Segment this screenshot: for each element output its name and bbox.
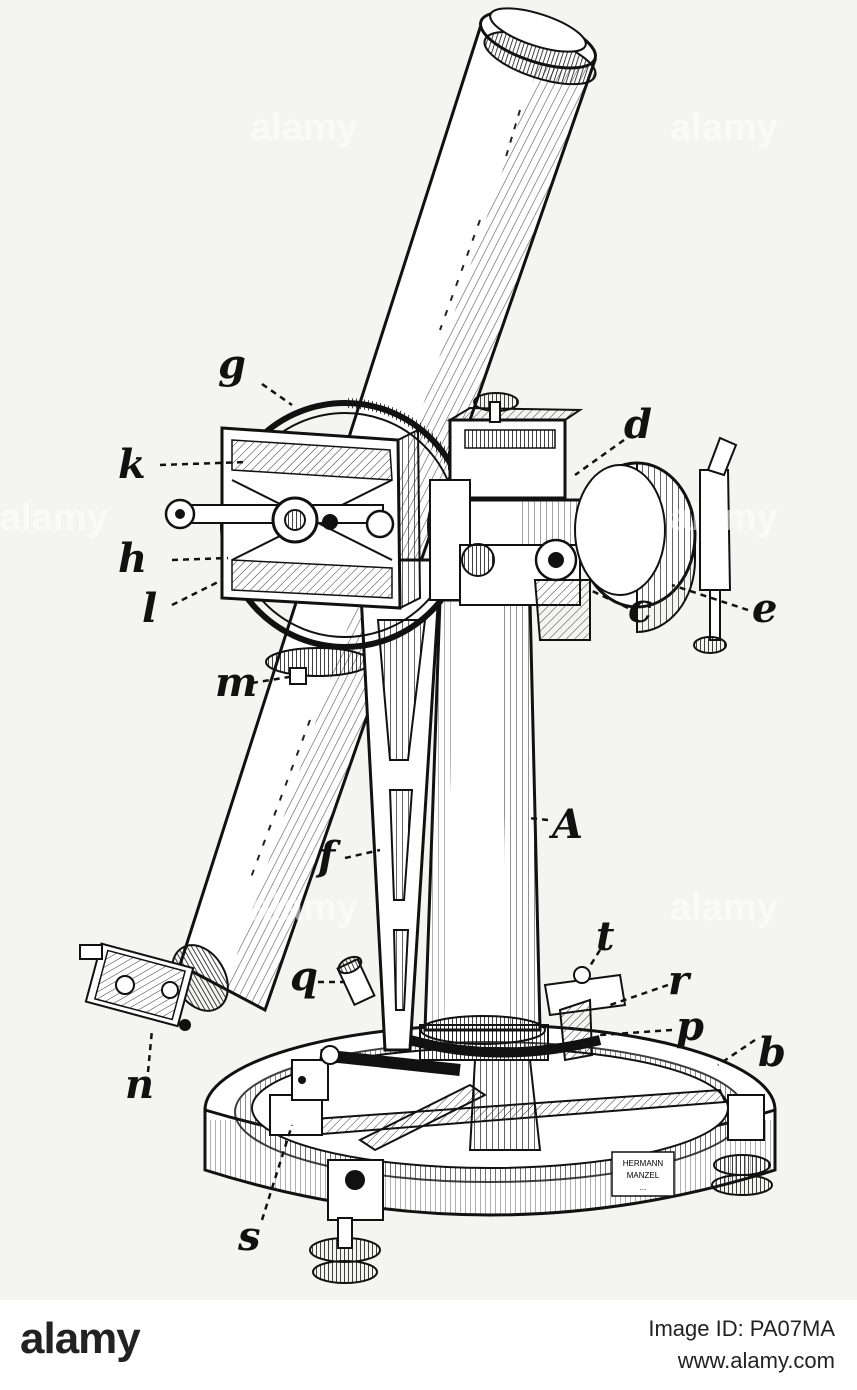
micrometer-frame <box>164 426 422 610</box>
label-b: b <box>758 1029 786 1076</box>
watermark: alamy <box>670 887 778 929</box>
plate-line-2: MANZEL <box>627 1171 660 1180</box>
illustration: HERMANN MANZEL ... <box>0 0 857 1300</box>
counterweight <box>574 436 738 654</box>
label-l: l <box>142 585 157 632</box>
label-s: s <box>237 1213 261 1260</box>
eyepiece-assembly <box>79 942 229 1031</box>
label-h: h <box>118 535 147 582</box>
azimuth-clamp <box>319 966 627 1076</box>
label-p: p <box>676 1003 704 1050</box>
label-d: d <box>624 401 652 448</box>
axis-housing <box>427 392 602 641</box>
alamy-logo: alamy <box>20 1314 141 1363</box>
label-n: n <box>125 1061 154 1108</box>
label-A: A <box>548 801 583 848</box>
watermark: alamy <box>250 887 358 929</box>
label-c: c <box>628 585 652 632</box>
watermark: alamy <box>670 497 778 539</box>
part-labels: g k h l m d e c A f t r p b q n s <box>118 341 786 1260</box>
telescope-drawing: HERMANN MANZEL ... <box>0 7 786 1284</box>
site-url: www.alamy.com <box>677 1348 835 1373</box>
label-e: e <box>752 585 777 632</box>
label-k: k <box>118 441 146 488</box>
label-g: g <box>218 341 246 388</box>
fork-arm <box>358 558 442 1052</box>
leveling-screws <box>269 1059 773 1284</box>
watermark: alamy <box>670 107 778 149</box>
plate-line-1: HERMANN <box>623 1159 664 1168</box>
label-t: t <box>596 913 615 960</box>
image-id: Image ID: PA07MA <box>648 1316 835 1341</box>
leader-lines <box>146 382 756 1221</box>
label-m: m <box>215 659 257 706</box>
label-q: q <box>290 953 318 1000</box>
label-r: r <box>668 957 692 1004</box>
watermark: alamy <box>250 107 358 149</box>
pillar <box>419 598 549 1151</box>
stock-footer: alamy Image ID: PA07MA www.alamy.com <box>0 1300 857 1390</box>
spirit-level <box>336 955 376 1007</box>
plate-line-3: ... <box>640 1183 647 1192</box>
label-f: f <box>315 833 341 880</box>
watermark: alamy <box>0 497 108 539</box>
watermarks: alamy alamy alamy alamy alamy alamy <box>0 107 778 929</box>
